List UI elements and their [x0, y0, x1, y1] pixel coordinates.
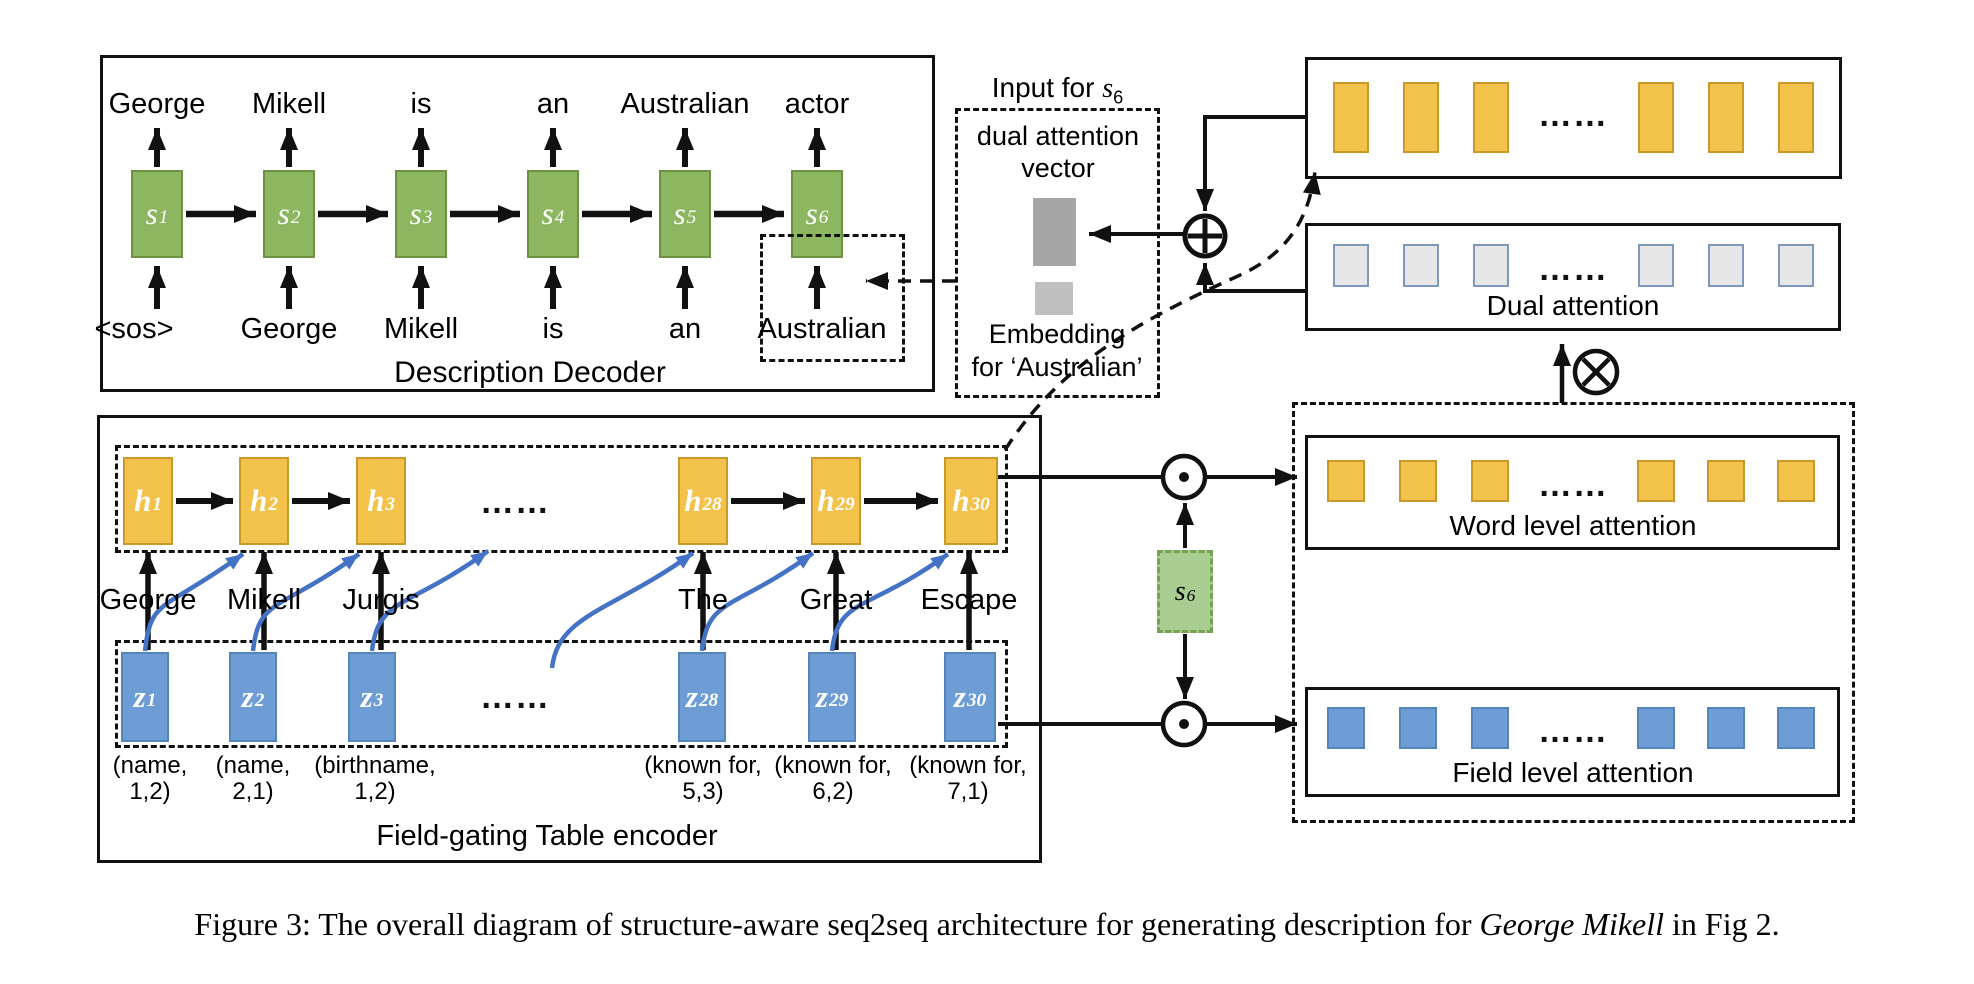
ellipsis: ……: [1538, 96, 1608, 134]
field-level-attention-label: Field level attention: [1452, 757, 1694, 788]
decoder-output-word: Australian: [620, 88, 750, 120]
word-level-attention-box: [1305, 435, 1840, 550]
encoder-word: Mikell: [226, 584, 302, 616]
decoder-input-word: an: [668, 313, 702, 345]
memory-cell: [1708, 82, 1744, 153]
decoder-title: Description Decoder: [394, 356, 666, 389]
dual-attention-cell: [1638, 244, 1674, 287]
field-attention-cell: [1471, 707, 1509, 749]
decoder-output-word: is: [410, 88, 432, 120]
field-attention-cell: [1327, 707, 1365, 749]
decoder-output-word: actor: [784, 88, 850, 120]
word-attention-cell: [1471, 460, 1509, 502]
field-tuple: (known for,5,3): [644, 752, 762, 805]
word-attention-cell: [1777, 460, 1815, 502]
memory-cell: [1473, 82, 1509, 153]
dual-attention-cell: [1473, 244, 1509, 287]
s6-input-dashed-box: [760, 234, 905, 362]
field-attention-cell: [1777, 707, 1815, 749]
word-attention-cell: [1327, 460, 1365, 502]
encoder-title: Field-gating Table encoder: [376, 820, 718, 852]
dual-attention-cell: [1778, 244, 1814, 287]
field-attention-cell: [1707, 707, 1745, 749]
ellipsis: ……: [1538, 466, 1608, 504]
memory-cell: [1778, 82, 1814, 153]
dual-attention-cell: [1403, 244, 1439, 287]
field-tuple: (name,2,1): [215, 752, 291, 805]
ellipsis: ……: [1538, 250, 1608, 288]
dual-attention-label: Dual attention: [1486, 290, 1660, 321]
dual-attention-cell: [1708, 244, 1744, 287]
field-tuple: (name,1,2): [112, 752, 188, 805]
field-level-attention-box: [1305, 687, 1840, 797]
field-tuple: (known for,7,1): [909, 752, 1027, 805]
memory-cell: [1333, 82, 1369, 153]
word-attention-cell: [1707, 460, 1745, 502]
description-decoder-box: [100, 55, 935, 392]
ellipsis: ……: [480, 678, 550, 716]
decoder-input-word: is: [542, 313, 564, 345]
decoder-input-word: <sos>: [94, 313, 174, 345]
word-level-attention-label: Word level attention: [1449, 510, 1697, 541]
circled-times-icon: [1572, 348, 1620, 396]
memory-cell: [1638, 82, 1674, 153]
circled-plus-icon: [1182, 213, 1228, 259]
word-attention-cell: [1399, 460, 1437, 502]
field-gating-encoder-box: [97, 415, 1042, 863]
word-attention-cell: [1637, 460, 1675, 502]
input-for-s6-title: Input for s6: [991, 72, 1124, 108]
field-attention-cell: [1399, 707, 1437, 749]
memory-cell: [1403, 82, 1439, 153]
decoder-output-word: Mikell: [251, 88, 327, 120]
dual-attention-cell: [1333, 244, 1369, 287]
decoder-output-word: George: [108, 88, 206, 120]
encoder-word: The: [678, 584, 728, 616]
caption-subject: George Mikell: [1479, 906, 1665, 942]
encoder-word: Escape: [920, 584, 1018, 616]
decoder-input-word: Australian: [757, 313, 887, 345]
field-attention-cell: [1637, 707, 1675, 749]
decoder-input-word: Mikell: [383, 313, 459, 345]
encoder-word: Jurgis: [342, 584, 420, 616]
decoder-input-word: George: [240, 313, 338, 345]
ellipsis: ……: [480, 483, 550, 521]
field-tuple: (birthname,1,2): [314, 752, 436, 805]
ellipsis: ……: [1538, 712, 1608, 750]
hidden-state-memory-box: [1305, 57, 1842, 179]
circled-dot-icon: [1160, 700, 1208, 748]
decoder-output-word: an: [536, 88, 570, 120]
field-tuple: (known for,6,2): [774, 752, 892, 805]
attention-computation-box: [1292, 402, 1855, 823]
figure-caption: Figure 3: The overall diagram of structu…: [194, 906, 1780, 942]
circled-dot-icon: [1160, 453, 1208, 501]
dual-attention-vector-rect: [1033, 198, 1076, 266]
encoder-word: George: [99, 584, 197, 616]
encoder-word: Great: [799, 584, 873, 616]
embedding-vector-rect: [1035, 282, 1073, 315]
